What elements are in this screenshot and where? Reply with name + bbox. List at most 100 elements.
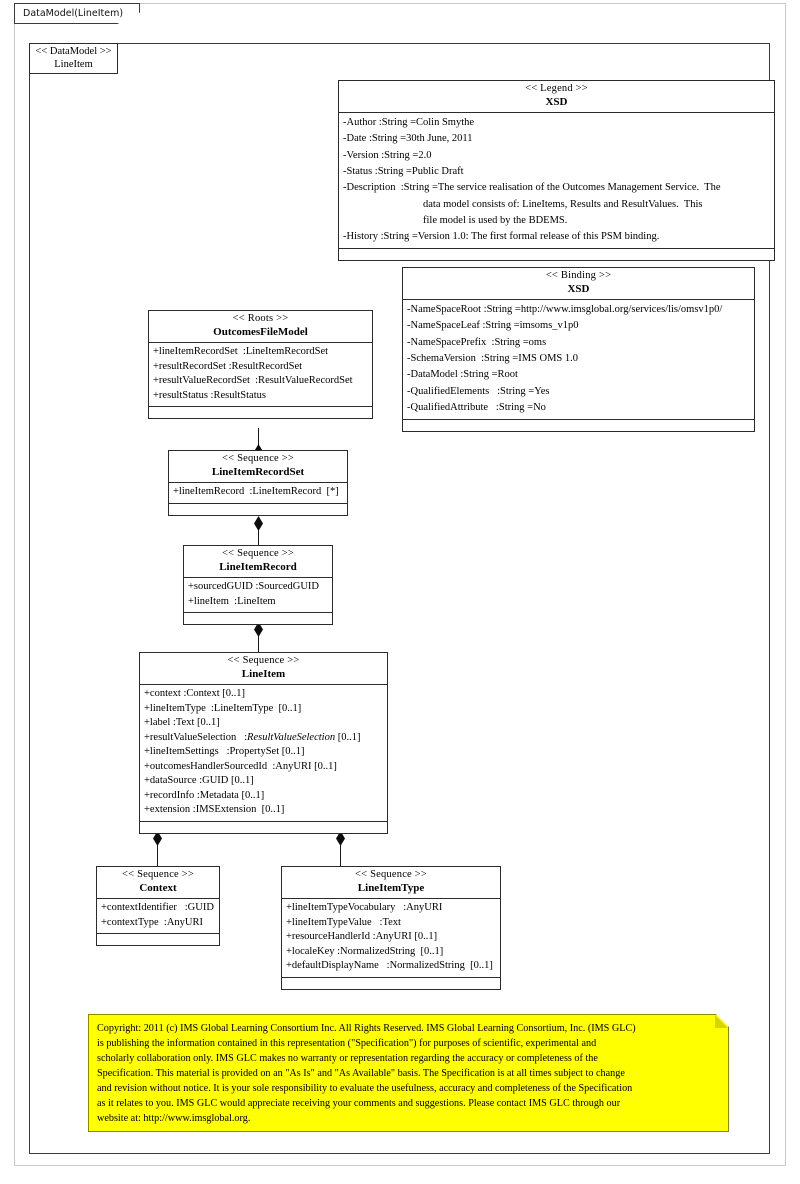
- attribute-row: +lineItemSettings :PropertySet [0..1]: [144, 746, 305, 758]
- attribute-row: +sourcedGUID :SourcedGUID: [188, 581, 320, 593]
- attribute-row-continuation: data model consists of: LineItems, Resul…: [423, 198, 703, 210]
- note-line: scholarly collaboration only. IMS GLC ma…: [97, 1052, 598, 1064]
- class-attributes-lineitem: +context :Context [0..1] +lineItemType :…: [140, 685, 387, 822]
- class-header-lineitemrecordset: << Sequence >> LineItemRecordSet: [169, 451, 347, 484]
- attribute-row: +contextIdentifier :GUID: [101, 902, 214, 914]
- class-operations-legend: [339, 249, 774, 260]
- attribute-row: +context :Context [0..1]: [144, 688, 245, 700]
- class-name: LineItemType: [357, 881, 425, 894]
- class-name: Context: [139, 881, 177, 894]
- attribute-row: -NameSpaceLeaf :String =imsoms_v1p0: [407, 320, 579, 332]
- datamodel-stereotype: << DataModel >>: [35, 46, 112, 57]
- connector-lineitemrecordset-to-lineitemrecord: [258, 518, 259, 552]
- class-name: XSD: [567, 282, 590, 295]
- class-header-binding: << Binding >> XSD: [403, 268, 754, 301]
- attribute-row: +defaultDisplayName :NormalizedString [0…: [286, 960, 493, 972]
- class-operations-lineitemrecord: [184, 613, 332, 624]
- attribute-row: +label :Text [0..1]: [144, 717, 220, 729]
- class-box-binding[interactable]: << Binding >> XSD -NameSpaceRoot :String…: [402, 267, 755, 433]
- attribute-row: -QualifiedAttribute :String =No: [407, 401, 546, 413]
- class-attributes-legend: -Author :String =Colin Smythe -Date :Str…: [339, 113, 774, 250]
- class-operations-lineitem: [140, 822, 387, 833]
- class-operations-lineitemtype: [282, 978, 500, 989]
- class-box-context[interactable]: << Sequence >> Context +contextIdentifie…: [96, 866, 220, 947]
- datamodel-name: LineItem: [54, 59, 93, 71]
- class-attributes-lineitemrecordset: +lineItemRecord :LineItemRecord [*]: [169, 483, 347, 504]
- composition-diamond-context: [153, 831, 162, 846]
- attribute-row: +lineItemTypeVocabulary :AnyURI: [286, 902, 443, 914]
- composition-diamond-lineitem: [254, 622, 263, 637]
- attribute-text-prefix: +resultValueSelection :: [144, 731, 248, 743]
- class-box-legend[interactable]: << Legend >> XSD -Author :String =Colin …: [338, 80, 775, 262]
- attribute-row: -QualifiedElements :String =Yes: [407, 385, 550, 397]
- attribute-row: +recordInfo :Metadata [0..1]: [144, 789, 265, 801]
- attribute-row-resultvalueselection: +resultValueSelection :ResultValueSelect…: [144, 731, 384, 745]
- class-stereotype: << Sequence >>: [227, 655, 300, 666]
- class-box-lineitemtype[interactable]: << Sequence >> LineItemType +lineItemTyp…: [281, 866, 501, 990]
- frame-tab-label: DataModel(LineItem): [23, 8, 124, 19]
- datamodel-header-box[interactable]: << DataModel >> LineItem: [29, 43, 118, 74]
- class-header-lineitem: << Sequence >> LineItem: [140, 653, 387, 686]
- frame-tab[interactable]: DataModel(LineItem): [14, 3, 141, 24]
- class-box-outcomesfilemodel[interactable]: << Roots >> OutcomesFileModel +lineItemR…: [148, 310, 373, 420]
- attribute-row: -NameSpacePrefix :String =oms: [407, 336, 547, 348]
- attribute-row: +resourceHandlerId :AnyURI [0..1]: [286, 931, 438, 943]
- attribute-row: -DataModel :String =Root: [407, 369, 518, 381]
- attribute-row: +extension :IMSExtension [0..1]: [144, 804, 285, 816]
- connector-lineitemrecord-to-lineitem: [258, 625, 259, 657]
- class-attributes-lineitemrecord: +sourcedGUID :SourcedGUID +lineItem :Lin…: [184, 578, 332, 614]
- attribute-text-suffix: [0..1]: [335, 731, 361, 743]
- class-operations-context: [97, 934, 219, 945]
- note-line: and revision without notice. It is your …: [97, 1082, 633, 1094]
- attribute-row: +localeKey :NormalizedString [0..1]: [286, 945, 444, 957]
- connector-roots-to-lineitemrecordset: [258, 428, 259, 457]
- class-stereotype: << Sequence >>: [355, 869, 427, 880]
- attribute-row: +lineItemType :LineItemType [0..1]: [144, 702, 302, 714]
- class-box-lineitemrecordset[interactable]: << Sequence >> LineItemRecordSet +lineIt…: [168, 450, 348, 516]
- attribute-row: -Date :String =30th June, 2011: [343, 133, 473, 145]
- class-stereotype: << Legend >>: [525, 83, 588, 94]
- note-line: Specification. This material is provided…: [97, 1067, 625, 1079]
- class-header-lineitemrecord: << Sequence >> LineItemRecord: [184, 546, 332, 579]
- attribute-row: -Description :String =The service realis…: [343, 182, 721, 194]
- attribute-row: -Author :String =Colin Smythe: [343, 117, 475, 129]
- class-stereotype: << Sequence >>: [222, 453, 294, 464]
- attribute-row-continuation: file model is used by the BDEMS.: [423, 214, 568, 226]
- class-stereotype: << Sequence >>: [122, 869, 194, 880]
- note-line: is publishing the information contained …: [97, 1037, 597, 1049]
- class-operations-outcomesfilemodel: [149, 407, 372, 418]
- class-name: LineItem: [241, 667, 286, 680]
- connector-lineitem-to-context: [157, 833, 158, 869]
- attribute-row: +lineItemTypeValue :Text: [286, 916, 401, 928]
- attribute-row: -SchemaVersion :String =IMS OMS 1.0: [407, 353, 579, 364]
- note-line: website at: http://www.imsglobal.org.: [97, 1112, 251, 1124]
- connector-lineitem-to-lineitemtype: [340, 833, 341, 869]
- copyright-note: Copyright: 2011 (c) IMS Global Learning …: [88, 1014, 729, 1132]
- attribute-type-italic: ResultValueSelection: [247, 731, 336, 743]
- attribute-row: -Status :String =Public Draft: [343, 166, 464, 177]
- class-header-legend: << Legend >> XSD: [339, 81, 774, 114]
- attribute-row: +resultValueRecordSet :ResultValueRecord…: [153, 375, 353, 387]
- class-header-context: << Sequence >> Context: [97, 867, 219, 900]
- attribute-row: +lineItem :LineItem: [188, 595, 276, 607]
- class-name: LineItemRecordSet: [211, 465, 305, 478]
- class-header-lineitemtype: << Sequence >> LineItemType: [282, 867, 500, 900]
- attribute-row: -NameSpaceRoot :String =http://www.imsgl…: [407, 304, 723, 316]
- class-header-outcomesfilemodel: << Roots >> OutcomesFileModel: [149, 311, 372, 344]
- class-attributes-lineitemtype: +lineItemTypeVocabulary :AnyURI +lineIte…: [282, 899, 500, 978]
- attribute-row: +outcomesHandlerSourcedId :AnyURI [0..1]: [144, 760, 337, 772]
- class-name: XSD: [545, 95, 568, 108]
- class-stereotype: << Sequence >>: [222, 548, 294, 559]
- class-box-lineitemrecord[interactable]: << Sequence >> LineItemRecord +sourcedGU…: [183, 545, 333, 626]
- class-name: LineItemRecord: [219, 560, 297, 573]
- class-attributes-binding: -NameSpaceRoot :String =http://www.imsgl…: [403, 300, 754, 421]
- attribute-row: -History :String =Version 1.0: The first…: [343, 231, 660, 243]
- class-stereotype: << Binding >>: [545, 270, 612, 281]
- class-operations-lineitemrecordset: [169, 504, 347, 515]
- class-box-lineitem[interactable]: << Sequence >> LineItem +context :Contex…: [139, 652, 388, 834]
- class-name: OutcomesFileModel: [213, 325, 308, 338]
- attribute-row: +lineItemRecord :LineItemRecord [*]: [173, 486, 339, 498]
- composition-diamond-lineitemtype: [336, 831, 345, 846]
- class-attributes-context: +contextIdentifier :GUID +contextType :A…: [97, 899, 219, 935]
